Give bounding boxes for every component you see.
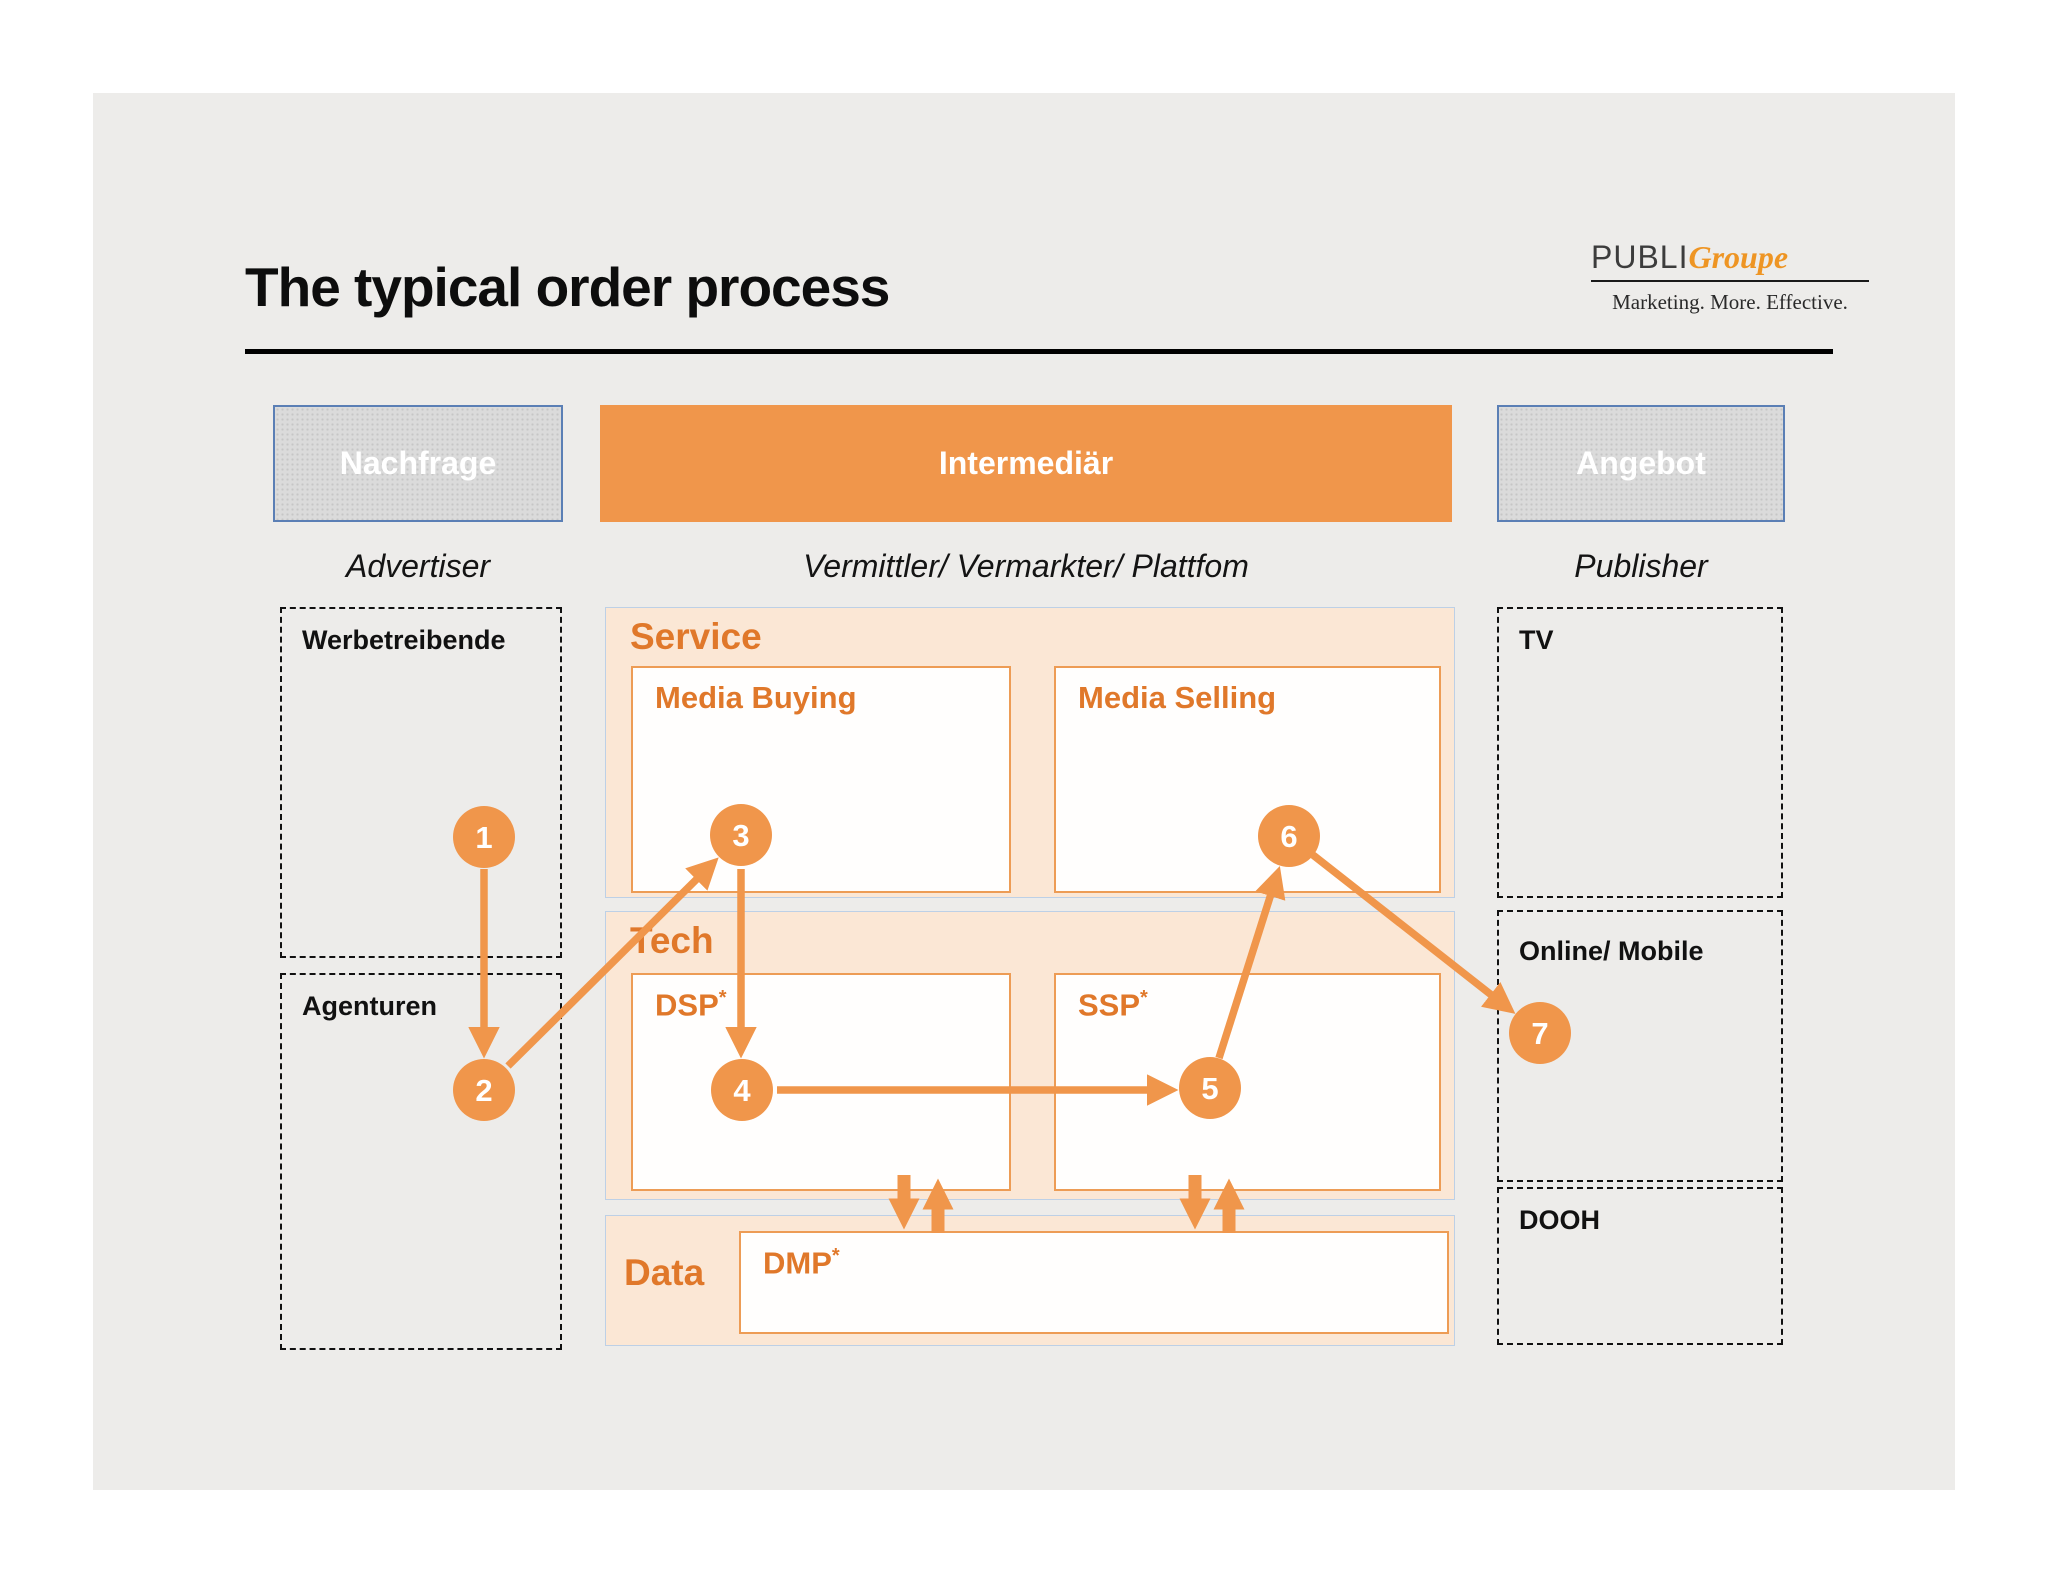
section-service: Service Media Buying Media Selling [605, 607, 1455, 898]
box-ssp-label: SSP* [1078, 987, 1148, 1023]
box-tv: TV [1497, 607, 1783, 898]
logo-brand: PUBLIGroupe [1591, 239, 1881, 276]
section-tech: Tech DSP* SSP* [605, 911, 1455, 1200]
box-werbetreibende: Werbetreibende [280, 607, 562, 958]
logo-tagline: Marketing. More. Effective. [1612, 290, 1848, 314]
header-supply: Angebot [1497, 405, 1785, 522]
box-dsp: DSP* [631, 973, 1011, 1191]
dsp-asterisk: * [718, 987, 727, 1009]
box-agenturen: Agenturen [280, 973, 562, 1350]
box-online-mobile: Online/ Mobile [1497, 910, 1783, 1182]
box-werbetreibende-label: Werbetreibende [302, 625, 506, 655]
section-data: Data DMP* [605, 1215, 1455, 1346]
header-intermediary-label: Intermediär [938, 445, 1114, 481]
section-service-label: Service [630, 616, 762, 657]
box-online-mobile-label: Online/ Mobile [1519, 936, 1704, 966]
ssp-asterisk: * [1140, 987, 1148, 1009]
publigroupe-logo: PUBLIGroupe Marketing. More. Effective. [1591, 239, 1881, 315]
box-tv-label: TV [1519, 625, 1554, 655]
logo-brand-secondary: Groupe [1688, 239, 1789, 275]
box-media-buying: Media Buying [631, 666, 1011, 893]
section-tech-label: Tech [630, 920, 714, 961]
header-intermediary: Intermediär [600, 405, 1452, 522]
box-dmp-label: DMP* [763, 1245, 840, 1281]
logo-brand-primary: PUBLI [1591, 239, 1689, 275]
box-dooh-label: DOOH [1519, 1205, 1600, 1235]
header-supply-label: Angebot [1576, 445, 1706, 481]
box-media-selling: Media Selling [1054, 666, 1441, 893]
box-dsp-label: DSP* [655, 987, 727, 1023]
box-ssp: SSP* [1054, 973, 1441, 1191]
box-dmp: DMP* [739, 1231, 1449, 1334]
header-demand-label: Nachfrage [339, 445, 497, 481]
dmp-asterisk: * [831, 1245, 840, 1267]
box-dooh: DOOH [1497, 1187, 1783, 1345]
section-data-label: Data [624, 1252, 705, 1293]
role-label-advertiser: Advertiser [345, 547, 491, 584]
slide-canvas: The typical order process PUBLIGroupe Ma… [93, 93, 1955, 1490]
box-media-buying-label: Media Buying [655, 680, 857, 715]
page-title: The typical order process [245, 256, 890, 318]
box-agenturen-label: Agenturen [302, 991, 437, 1021]
role-label-publisher: Publisher [1574, 547, 1708, 584]
role-label-intermediary: Vermittler/ Vermarkter/ Plattfom [803, 547, 1249, 584]
header-demand: Nachfrage [273, 405, 563, 522]
title-underline [245, 349, 1833, 354]
logo-rule [1591, 280, 1869, 282]
box-media-selling-label: Media Selling [1078, 680, 1277, 715]
